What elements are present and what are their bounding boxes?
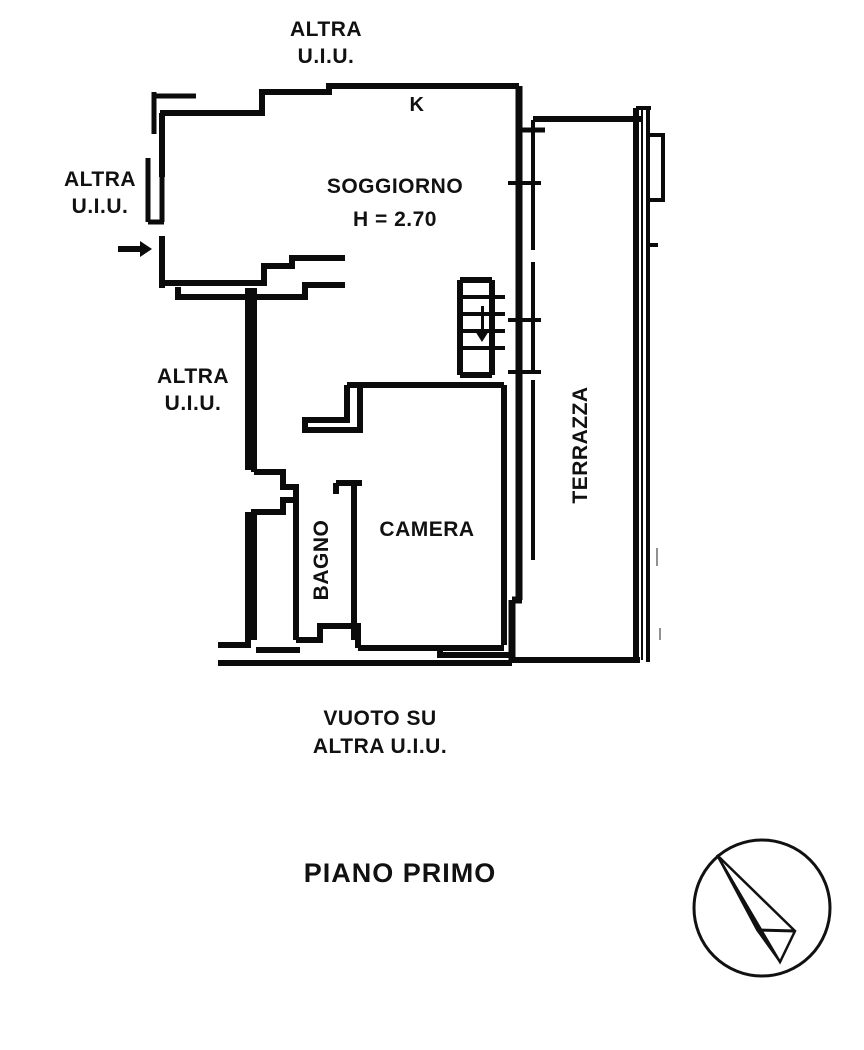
- room-label-camera: CAMERA: [379, 518, 475, 541]
- wall-bagno-bottom: [296, 623, 361, 648]
- label-vuoto-line2: ALTRA U.I.U.: [312, 735, 448, 758]
- room-label-soggiorno: SOGGIORNO H = 2.70: [327, 170, 463, 236]
- label-altra-uiu-top: ALTRA U.I.U.: [290, 16, 362, 70]
- wall-left-window-frame: [145, 158, 165, 225]
- label-altra-uiu-top-line2: U.I.U.: [297, 45, 355, 68]
- label-altra-uiu-middle-line1: ALTRA: [156, 365, 230, 388]
- wall-bagno-camera-door-head: [333, 480, 362, 494]
- room-label-kitchen: K: [409, 94, 425, 116]
- label-vuoto-line1: VUOTO SU: [323, 707, 437, 730]
- room-label-soggiorno-height: H = 2.70: [353, 208, 437, 231]
- north-compass-rose: [692, 838, 832, 978]
- walls-group: [145, 83, 665, 666]
- label-altra-uiu-left: ALTRA U.I.U.: [64, 166, 136, 220]
- stairs-direction-arrow-icon: [475, 306, 489, 342]
- room-label-bagno: BAGNO: [310, 519, 333, 601]
- label-altra-uiu-middle-line2: U.I.U.: [164, 392, 222, 415]
- wall-camera-top-step: [302, 385, 363, 433]
- label-altra-uiu-top-line1: ALTRA: [289, 18, 363, 41]
- wall-terrace-proj-1: [650, 133, 665, 202]
- entrance-arrow-icon: [118, 241, 152, 257]
- label-altra-uiu-left-line1: ALTRA: [63, 168, 137, 191]
- wall-opening-ticks: [508, 181, 541, 374]
- faint-marks: [656, 548, 661, 640]
- wall-hall-niche: [251, 469, 299, 640]
- wall-top-soggiorno: [160, 83, 519, 116]
- wall-bottom-run2: [358, 645, 512, 658]
- label-altra-uiu-left-line2: U.I.U.: [71, 195, 129, 218]
- label-vuoto-su-altra-uiu: VUOTO SU ALTRA U.I.U.: [313, 705, 447, 761]
- wall-bottom-soggiorno: [162, 255, 345, 286]
- wall-soggiorno-lower-ledge: [175, 282, 345, 300]
- page-title: PIANO PRIMO: [303, 858, 497, 888]
- room-label-soggiorno-name: SOGGIORNO: [326, 175, 464, 198]
- label-altra-uiu-middle: ALTRA U.I.U.: [157, 363, 229, 417]
- room-label-terrazza: TERRAZZA: [569, 386, 592, 504]
